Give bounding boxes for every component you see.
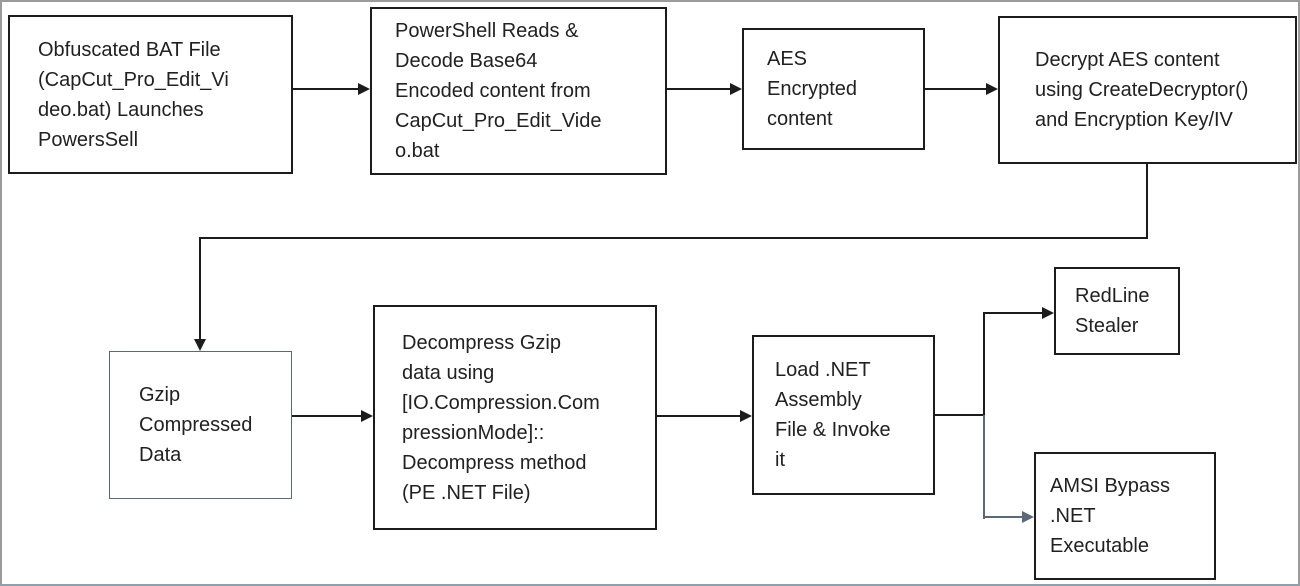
node-decompress-gzip-label: Decompress Gzip data using [IO.Compressi… <box>402 331 600 504</box>
node-obfuscated-bat-file: Obfuscated BAT File (CapCut_Pro_Edit_Vi … <box>8 15 293 174</box>
node-aes-encrypted-content: AES Encrypted content <box>742 28 925 150</box>
arrowhead-bat-to-powershell-icon <box>358 83 370 95</box>
node-decrypt-aes-content: Decrypt AES content using CreateDecrypto… <box>998 16 1297 164</box>
connector-powershell-to-aes <box>667 88 732 90</box>
arrowhead-aes-to-decrypt-icon <box>986 83 998 95</box>
connector-gzip-to-decompress <box>292 415 361 417</box>
node-load-dotnet-assembly: Load .NET Assembly File & Invoke it <box>752 335 935 495</box>
connector-branch-down-segment <box>983 415 985 519</box>
arrowhead-decompress-to-load-icon <box>740 410 752 422</box>
connector-load-branch-stub <box>935 414 984 416</box>
node-powershell-decode-base64: PowerShell Reads & Decode Base64 Encoded… <box>370 7 667 175</box>
arrowhead-gzip-to-decompress-icon <box>361 410 373 422</box>
arrowhead-load-to-redline-icon <box>1042 307 1054 319</box>
node-obfuscated-bat-file-label: Obfuscated BAT File (CapCut_Pro_Edit_Vi … <box>38 38 229 151</box>
connector-decrypt-to-gzip-segment-down <box>1146 164 1148 238</box>
node-load-dotnet-assembly-label: Load .NET Assembly File & Invoke it <box>775 359 891 471</box>
connector-bat-to-powershell <box>293 88 360 90</box>
node-powershell-decode-base64-label: PowerShell Reads & Decode Base64 Encoded… <box>395 20 602 162</box>
node-gzip-compressed-data: Gzip Compressed Data <box>109 351 292 499</box>
connector-aes-to-decrypt <box>925 88 987 90</box>
connector-load-to-redline <box>983 312 1042 314</box>
node-amsi-bypass-label: AMSI Bypass .NET Executable <box>1050 475 1171 557</box>
connector-load-to-amsi <box>983 516 1022 518</box>
node-aes-encrypted-content-label: AES Encrypted content <box>767 48 858 130</box>
node-decompress-gzip: Decompress Gzip data using [IO.Compressi… <box>373 305 657 530</box>
node-redline-stealer-label: RedLine Stealer <box>1075 285 1150 337</box>
arrowhead-powershell-to-aes-icon <box>730 83 742 95</box>
connector-decrypt-to-gzip-segment-across <box>199 237 1148 239</box>
node-amsi-bypass: AMSI Bypass .NET Executable <box>1034 452 1216 580</box>
connector-decompress-to-load <box>657 415 740 417</box>
arrowhead-decrypt-to-gzip-icon <box>194 339 206 351</box>
arrowhead-load-to-amsi-icon <box>1022 511 1034 523</box>
connector-decrypt-to-gzip-segment-drop <box>199 237 201 340</box>
node-gzip-compressed-data-label: Gzip Compressed Data <box>139 384 253 466</box>
node-decrypt-aes-content-label: Decrypt AES content using CreateDecrypto… <box>1035 49 1249 131</box>
node-redline-stealer: RedLine Stealer <box>1054 267 1180 355</box>
connector-branch-up-segment <box>983 313 985 416</box>
